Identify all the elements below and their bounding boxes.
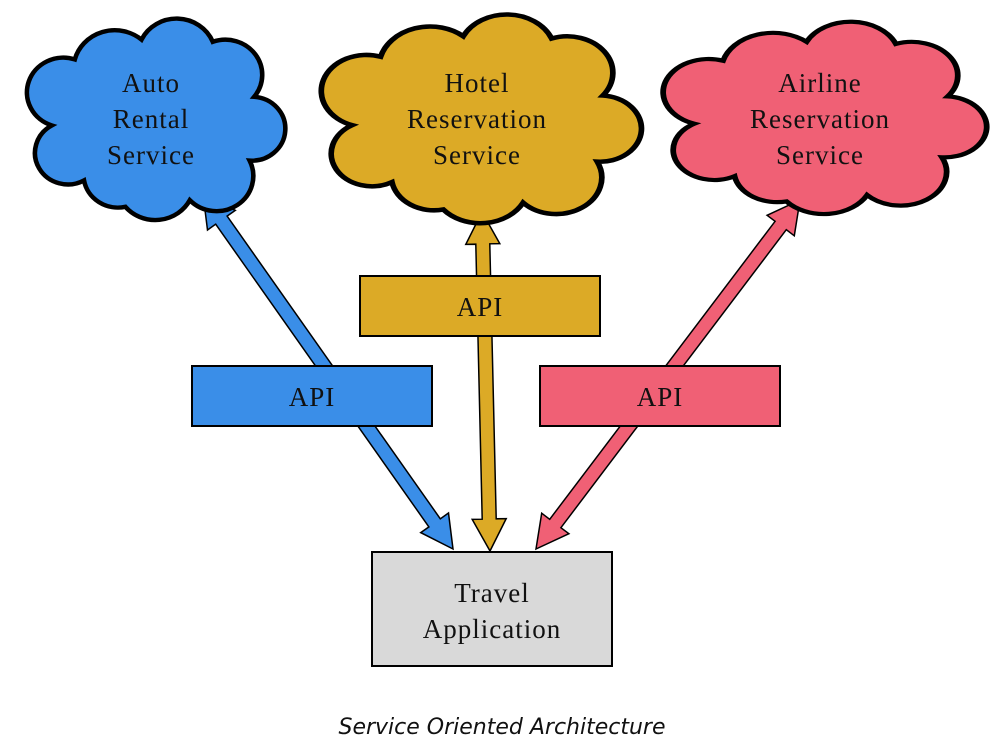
app-label-line: Application <box>423 614 561 644</box>
service-label-line: Hotel <box>445 68 510 98</box>
auto-rental-service-cloud: Auto Rental Service <box>27 19 285 220</box>
airline-api-box: API <box>539 365 781 427</box>
service-label-line: Reservation <box>407 104 547 134</box>
service-label-line: Service <box>107 140 195 170</box>
service-label-line: Rental <box>113 104 189 134</box>
service-label-line: Service <box>433 140 521 170</box>
api-label: API <box>637 382 684 412</box>
service-label-line: Reservation <box>750 104 890 134</box>
app-label-line: Travel <box>454 578 530 608</box>
api-box-rect <box>359 275 601 337</box>
hotel-reservation-service-cloud: Hotel Reservation Service <box>321 14 641 223</box>
hotel-api-arrow <box>464 210 508 553</box>
api-box-rect <box>191 365 433 427</box>
app-box-rect <box>371 551 613 667</box>
airline-reservation-service-cloud: Airline Reservation Service <box>663 22 987 214</box>
service-label-line: Airline <box>778 68 861 98</box>
service-label-line: Auto <box>122 68 180 98</box>
travel-application-box: Travel Application <box>371 551 613 667</box>
api-box-rect <box>539 365 781 427</box>
service-label-line: Service <box>776 140 864 170</box>
auto-api-box: API <box>191 365 433 427</box>
hotel-api-box: API <box>359 275 601 337</box>
api-label: API <box>457 292 504 322</box>
diagram-caption: Service Oriented Architecture <box>338 715 665 740</box>
api-label: API <box>289 382 336 412</box>
